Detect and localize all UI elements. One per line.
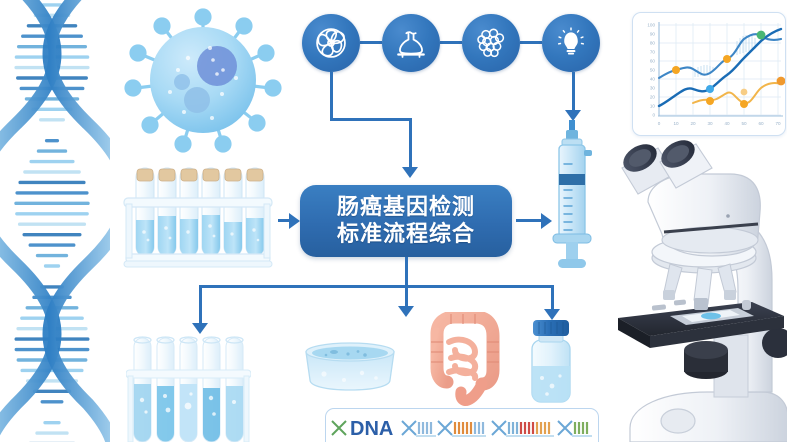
line-chart-card[interactable]: 100 90 80 70 60 50 40 30 20 10 0 [632,12,786,136]
icon-link-2 [440,41,462,44]
connector-icon1-to-box [409,118,412,168]
marker-orange-5 [776,76,785,86]
connector-branch-center [405,285,408,308]
svg-text:30: 30 [650,86,656,91]
svg-text:0: 0 [652,113,655,118]
svg-text:70: 70 [650,50,656,55]
connector-icon1-across [330,118,412,121]
flask-icon[interactable] [382,14,440,72]
test-tube-rack-lower [126,336,251,442]
arrow-box-to-syringe [541,213,552,229]
intestine-organ [430,312,500,406]
marker-green-1 [756,30,766,40]
svg-text:60: 60 [758,121,764,126]
reagent-bottle [531,320,571,403]
spiral-icon[interactable] [302,14,360,72]
arrow-to-bottle [544,309,560,320]
connector-branch-left [199,285,202,325]
line-chart: 100 90 80 70 60 50 40 30 20 10 0 [647,22,785,126]
central-box-line2: 标准流程综合 [336,221,475,246]
marker-orange-2 [723,55,731,63]
svg-text:60: 60 [650,59,656,64]
flask-glyph [397,31,425,58]
virus-cell [124,8,282,153]
arrow-into-box [402,167,418,178]
marker-orange-3 [706,97,714,105]
connector-box-to-syringe [516,219,542,222]
test-tube-rack [123,167,273,268]
svg-text:50: 50 [650,68,656,73]
connector-icon4-down [572,72,575,112]
svg-text:90: 90 [650,32,656,37]
svg-text:80: 80 [650,41,656,46]
arrow-into-syringe [565,110,581,121]
svg-text:10: 10 [650,104,656,109]
syringe [552,120,592,268]
connector-icon1-down [330,72,333,120]
lightbulb-glyph [557,27,585,55]
icon-link-3 [520,41,542,44]
arrow-rack-to-box [289,213,300,229]
connector-rack-to-box [278,219,290,222]
dna-sequence-card[interactable]: DNA [325,408,599,442]
cells-icon[interactable] [462,14,520,72]
central-box-line1: 肠癌基因检测 [336,194,475,220]
marker-orange-4 [740,100,748,108]
marker-orange-1 [672,66,680,74]
svg-text:30: 30 [707,121,713,126]
microscope [618,140,787,442]
svg-text:10: 10 [673,121,679,126]
cells-glyph [477,28,505,58]
svg-text:100: 100 [647,23,655,28]
connector-branch-right [551,285,554,311]
svg-text:50: 50 [741,121,747,126]
arrow-to-intestine [398,306,414,317]
marker-orange-pale [740,88,748,96]
icon-link-1 [360,41,382,44]
svg-text:20: 20 [690,121,696,126]
petri-dish [305,342,395,391]
connector-branch-bar [199,285,554,288]
svg-text:40: 40 [724,121,730,126]
dna-label: DNA [350,418,393,440]
svg-text:20: 20 [650,95,656,100]
central-process-box[interactable]: 肠癌基因检测 标准流程综合 [300,185,512,257]
lightbulb-icon[interactable] [542,14,600,72]
svg-text:40: 40 [650,77,656,82]
connector-box-down [405,257,408,287]
dna-double-helix [0,0,110,442]
svg-text:0: 0 [658,121,661,126]
marker-blue-1 [706,85,714,93]
dna-sequence-graphic: DNA [331,418,592,440]
arrow-to-test-tubes [192,323,208,334]
spiral-glyph [316,28,346,58]
svg-text:70: 70 [775,121,781,126]
